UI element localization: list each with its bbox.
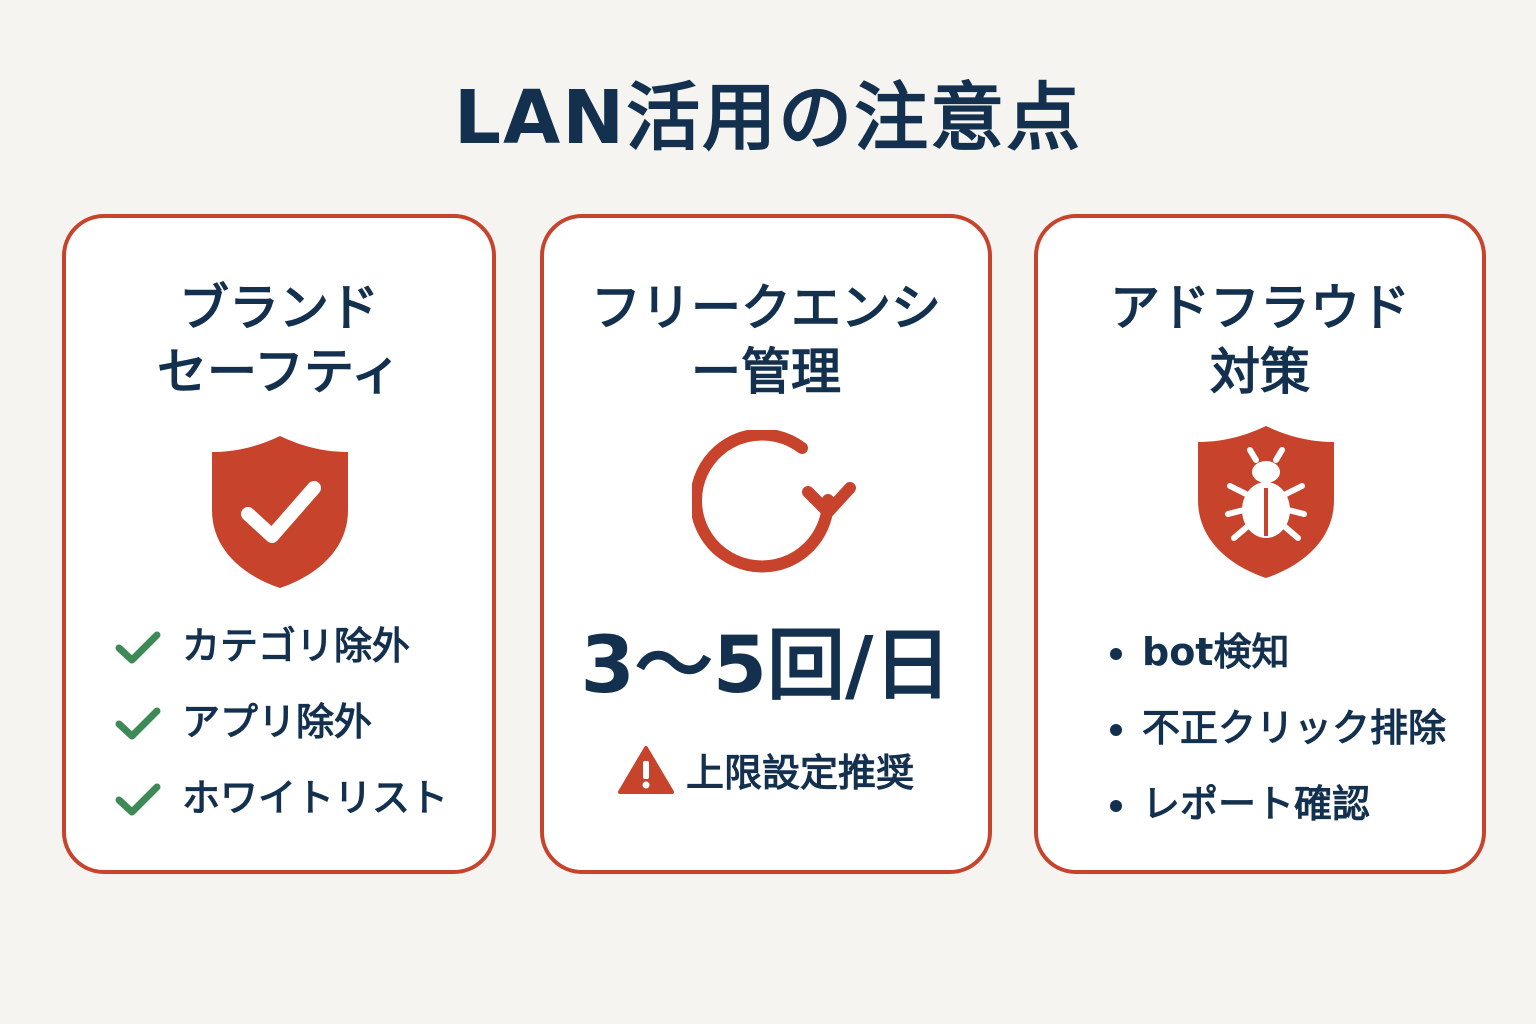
list-item-label: 不正クリック排除 bbox=[1142, 706, 1447, 750]
warning-icon bbox=[617, 745, 674, 794]
list-item: 不正クリック排除 bbox=[1110, 690, 1447, 766]
card-title-line: セーフティ bbox=[157, 343, 401, 401]
list-item: ホワイトリスト bbox=[115, 760, 449, 836]
list-item-label: レポート確認 bbox=[1142, 782, 1371, 826]
ad-fraud-card: アドフラウド 対策 bot検知 不正クリック排除 レポート確認 bbox=[1034, 214, 1486, 874]
list-item: カテゴリ除外 bbox=[115, 608, 448, 684]
check-icon bbox=[115, 631, 161, 664]
card-title-line: アドフラウド bbox=[1110, 279, 1410, 337]
card-title-line: ー管理 bbox=[691, 343, 841, 401]
bullet-icon bbox=[1110, 724, 1122, 736]
list-item: アプリ除外 bbox=[115, 684, 448, 760]
refresh-arrow-icon bbox=[692, 430, 856, 573]
check-icon bbox=[115, 707, 161, 740]
frequency-value: 3〜5回/日 bbox=[580, 621, 952, 711]
bullet-icon bbox=[1110, 648, 1122, 660]
frequency-card: フリークエンシ ー管理 3〜5回/日 上限設定推奨 bbox=[540, 214, 992, 874]
note-label: 上限設定推奨 bbox=[685, 751, 914, 795]
list-item-label: アプリ除外 bbox=[182, 700, 373, 744]
list-item: レポート確認 bbox=[1110, 766, 1446, 842]
bullet-icon bbox=[1110, 800, 1122, 812]
card-title-line: 対策 bbox=[1210, 343, 1310, 401]
card-title: フリークエンシ ー管理 bbox=[544, 276, 988, 404]
card-title-line: フリークエンシ bbox=[591, 279, 941, 337]
shield-bug-icon bbox=[1198, 426, 1334, 578]
recommendation-note: 上限設定推奨 bbox=[544, 742, 988, 797]
card-title-line: ブランド bbox=[179, 279, 379, 337]
ad-fraud-list: bot検知 不正クリック排除 レポート確認 bbox=[1110, 614, 1447, 842]
shield-check-icon bbox=[212, 436, 348, 588]
list-item-label: ホワイトリスト bbox=[182, 776, 449, 820]
card-title: ブランド セーフティ bbox=[66, 276, 492, 404]
card-title: アドフラウド 対策 bbox=[1038, 276, 1482, 404]
list-item-label: カテゴリ除外 bbox=[182, 624, 411, 668]
check-icon bbox=[115, 783, 161, 816]
page-title: LAN活用の注意点 bbox=[453, 75, 1083, 161]
list-item-label: bot検知 bbox=[1142, 630, 1290, 674]
brand-safety-card: ブランド セーフティ カテゴリ除外 アプリ除外 ホワイトリスト bbox=[62, 214, 496, 874]
list-item: bot検知 bbox=[1110, 614, 1446, 690]
brand-safety-list: カテゴリ除外 アプリ除外 ホワイトリスト bbox=[115, 608, 449, 836]
